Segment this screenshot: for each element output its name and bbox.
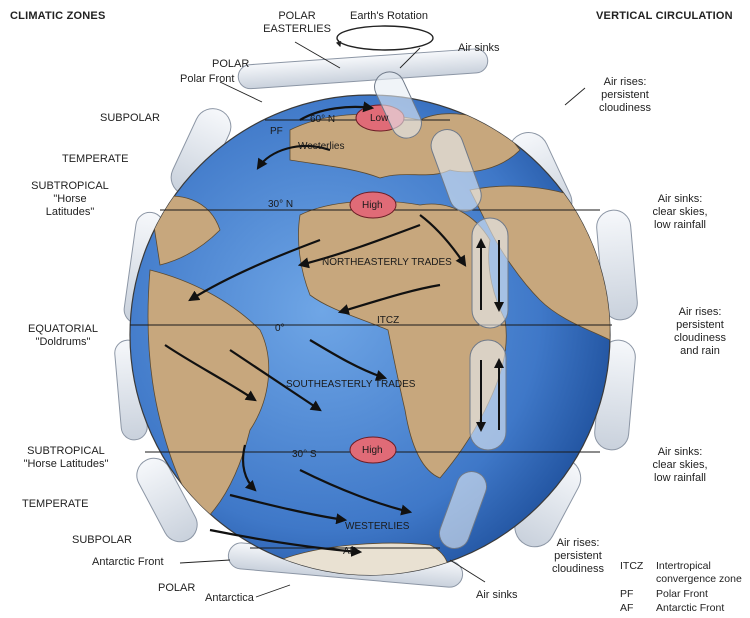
legend-abbr-itcz: ITCZ bbox=[620, 560, 643, 573]
cell-se-trades bbox=[470, 340, 506, 450]
cell-ne-trades bbox=[472, 218, 508, 328]
rotation-arrowhead bbox=[338, 40, 340, 46]
vertical-circulation-header: VERTICAL CIRCULATION bbox=[596, 10, 733, 23]
high-pressure-north-label: High bbox=[362, 199, 383, 212]
leader-air-rises-1 bbox=[565, 88, 585, 105]
northeasterly-trades-label: NORTHEASTERLY TRADES bbox=[322, 256, 452, 269]
low-pressure-label: Low bbox=[370, 112, 388, 125]
zone-subtropical-north: SUBTROPICAL "Horse Latitudes" bbox=[20, 180, 120, 219]
earth-rotation-ellipse bbox=[337, 26, 433, 50]
legend-abbr-af: AF bbox=[620, 602, 633, 615]
pf-label: PF bbox=[270, 125, 283, 138]
zone-subpolar-south: SUBPOLAR bbox=[72, 534, 132, 547]
air-sinks-top-label: Air sinks bbox=[458, 42, 500, 55]
zone-equatorial: EQUATORIAL "Doldrums" bbox=[18, 323, 108, 349]
zone-temperate-south: TEMPERATE bbox=[22, 498, 88, 511]
legend-text-itcz: Intertropical convergence zone bbox=[656, 560, 742, 586]
air-sinks-note-1: Air sinks: clear skies, low rainfall bbox=[640, 193, 720, 232]
zone-subpolar-north: SUBPOLAR bbox=[100, 112, 160, 125]
westerlies-north-label: Westerlies bbox=[298, 140, 345, 153]
lat-0-label: 0° bbox=[275, 322, 285, 335]
zone-polar-north: POLAR bbox=[212, 58, 249, 71]
earth-rotation-label: Earth's Rotation bbox=[334, 10, 444, 23]
air-sinks-bottom-label: Air sinks bbox=[476, 589, 518, 602]
air-rises-note-2: Air rises: persistent cloudiness and rai… bbox=[660, 306, 740, 358]
lat-60n-label: 60° N bbox=[310, 113, 335, 126]
af-label: AF bbox=[343, 545, 356, 558]
leader-antarctica bbox=[256, 585, 290, 597]
polar-easterlies-label: POLAR EASTERLIES bbox=[262, 10, 332, 36]
air-rises-note-3: Air rises: persistent cloudiness bbox=[538, 537, 618, 576]
zone-subtropical-south: SUBTROPICAL "Horse Latitudes" bbox=[6, 445, 126, 471]
legend-text-pf: Polar Front bbox=[656, 588, 708, 601]
polar-front-label: Polar Front bbox=[180, 73, 234, 86]
legend-text-af: Antarctic Front bbox=[656, 602, 724, 615]
legend-abbr-pf: PF bbox=[620, 588, 633, 601]
high-pressure-south-label: High bbox=[362, 444, 383, 457]
zone-polar-south: POLAR bbox=[158, 582, 195, 595]
itcz-label: ITCZ bbox=[377, 314, 399, 327]
southeasterly-trades-label: SOUTHEASTERLY TRADES bbox=[286, 378, 415, 391]
lat-30s-label: 30° S bbox=[292, 448, 317, 461]
air-rises-note-1: Air rises: persistent cloudiness bbox=[585, 76, 665, 115]
westerlies-south-label: WESTERLIES bbox=[345, 520, 409, 533]
antarctica-label: Antarctica bbox=[205, 592, 254, 605]
leader-antarctic-front bbox=[180, 560, 230, 563]
zone-temperate-north: TEMPERATE bbox=[62, 153, 128, 166]
polar-cell-left-n bbox=[237, 48, 488, 89]
climatic-zones-header: CLIMATIC ZONES bbox=[10, 10, 105, 23]
lat-30n-label: 30° N bbox=[268, 198, 293, 211]
air-sinks-note-2: Air sinks: clear skies, low rainfall bbox=[640, 446, 720, 485]
antarctic-front-label: Antarctic Front bbox=[92, 556, 164, 569]
